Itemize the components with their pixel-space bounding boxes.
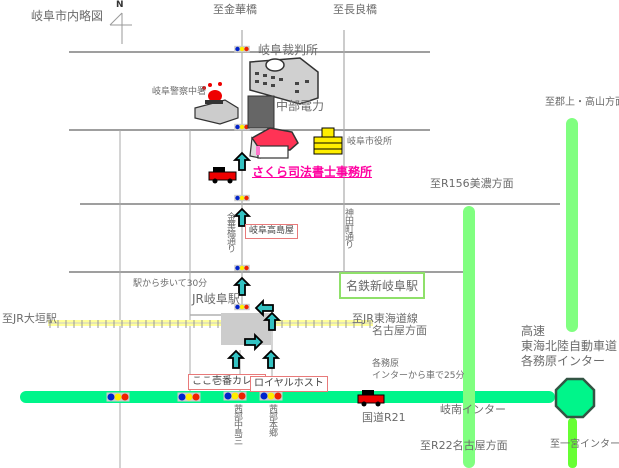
direction-ichinomiya-ic: 至一宮インター bbox=[550, 439, 619, 450]
kandamachi-dori-label: 神田町通り bbox=[343, 208, 353, 248]
office-link[interactable]: さくら司法書士事務所 bbox=[252, 165, 373, 179]
court-building-icon bbox=[249, 57, 319, 105]
direction-r156-mino: 至R156美濃方面 bbox=[430, 177, 514, 190]
expressway-south bbox=[568, 418, 577, 468]
expressway-label-3: 各務原インター bbox=[521, 354, 606, 368]
walk-note: 駅から歩いて30分 bbox=[133, 279, 208, 289]
city-hall-label: 岐阜市役所 bbox=[347, 137, 393, 147]
royal-host-label: ロイヤルホスト bbox=[250, 376, 328, 392]
expressway-tokai-hokuriku bbox=[566, 118, 578, 332]
court-label: 岐阜裁判所 bbox=[258, 43, 319, 57]
direction-arrow-up-icon bbox=[232, 276, 252, 296]
direction-jr-tokaido-2: 名古屋方面 bbox=[372, 324, 427, 337]
drive-note-1: 各務原 bbox=[372, 359, 400, 369]
interchange-icon[interactable] bbox=[554, 377, 596, 419]
traffic-light-icon bbox=[234, 264, 250, 272]
direction-arrow-up-icon bbox=[232, 151, 252, 171]
traffic-light-icon bbox=[259, 391, 283, 401]
expressway-label-2: 東海北陸自動車道 bbox=[521, 339, 618, 353]
car-route21-icon bbox=[357, 390, 385, 407]
jr-railway bbox=[48, 320, 373, 328]
city-hall-icon bbox=[313, 127, 343, 155]
direction-nagarabashi: 至長良橋 bbox=[333, 3, 377, 16]
takashimaya-label: 岐阜高島屋 bbox=[245, 224, 299, 239]
direction-jr-ogaki: 至JR大垣駅 bbox=[2, 312, 57, 325]
police-station-icon bbox=[194, 82, 239, 125]
expressway-label-1: 高速 bbox=[521, 324, 546, 338]
direction-arrow-left-icon bbox=[254, 298, 274, 318]
drive-note-2: インターから車で25分 bbox=[372, 371, 465, 381]
ginan-ic-label: 岐南インター bbox=[440, 403, 506, 416]
office-house-icon[interactable] bbox=[249, 127, 299, 159]
kasebu-hongo-label: 茜部本郷 bbox=[267, 404, 277, 436]
direction-kinkabashi: 至金華橋 bbox=[213, 3, 257, 16]
traffic-light-icon bbox=[234, 303, 250, 311]
traffic-light-icon bbox=[234, 45, 250, 53]
jr-station-label: JR岐阜駅 bbox=[192, 292, 240, 306]
route21-label: 国道R21 bbox=[362, 411, 406, 424]
meitetsu-station-label: 名鉄新岐阜駅 bbox=[339, 272, 426, 299]
coco-ichiban-label: ここ壱番カレー bbox=[188, 374, 266, 390]
direction-gujo-takayama: 至郡上・高山方面 bbox=[545, 97, 619, 108]
direction-arrow-right-icon bbox=[244, 332, 264, 352]
car-icon bbox=[208, 167, 237, 184]
chubu-electric-building-icon bbox=[247, 95, 275, 129]
direction-arrow-up-icon bbox=[226, 349, 246, 369]
police-label: 岐阜警察中署 bbox=[152, 87, 207, 97]
kinkabashi-dori-label: 金華橋通り bbox=[225, 212, 235, 252]
direction-arrow-up-icon bbox=[232, 207, 252, 227]
expressway-r156 bbox=[463, 206, 475, 468]
traffic-light-icon bbox=[106, 392, 130, 402]
north-arrow-icon bbox=[109, 12, 132, 44]
chubu-electric-label: 中部電力 bbox=[276, 99, 325, 113]
traffic-light-icon bbox=[234, 194, 250, 202]
traffic-light-icon bbox=[177, 392, 201, 402]
north-label: N bbox=[116, 0, 124, 10]
direction-arrow-up-icon bbox=[262, 311, 282, 331]
kasebu-nakajima3-label: 茜部中島三 bbox=[232, 404, 242, 444]
route21-road bbox=[20, 391, 555, 403]
traffic-light-icon bbox=[223, 391, 247, 401]
map-title: 岐阜市内略図 bbox=[31, 9, 104, 23]
traffic-light-icon bbox=[234, 123, 250, 131]
direction-arrow-up-icon bbox=[261, 349, 281, 369]
direction-jr-tokaido-1: 至JR東海道線 bbox=[352, 312, 418, 325]
direction-r22-nagoya: 至R22名古屋方面 bbox=[420, 439, 508, 452]
